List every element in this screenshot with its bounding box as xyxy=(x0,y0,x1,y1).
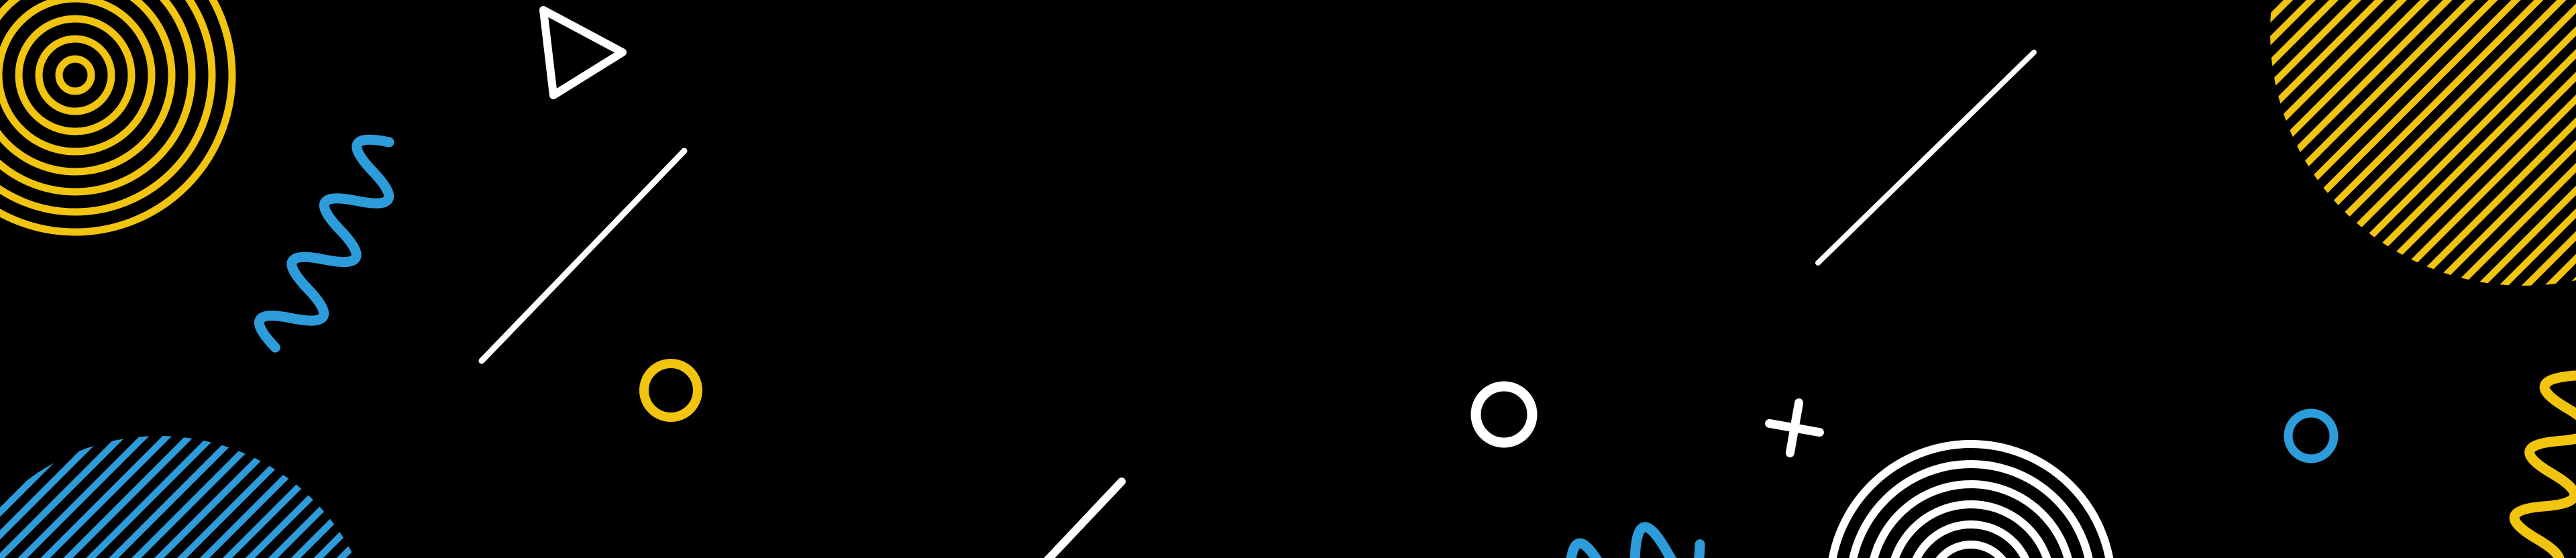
concentric-circles-bottom-right xyxy=(1828,440,2114,558)
concentric-circles-top-left xyxy=(0,0,236,236)
blue-squiggle-top-left xyxy=(254,134,394,353)
yellow-circle-outline xyxy=(639,359,702,422)
blue-squiggle-bottom-center xyxy=(1564,522,1705,558)
blue-circle-outline-right xyxy=(2284,408,2339,463)
yellow-squiggle-right xyxy=(2509,370,2576,558)
yellow-hatched-circle-top-right xyxy=(2270,0,2576,286)
white-diagonal-line-bottom-center xyxy=(1044,478,1126,558)
white-diagonal-line-top-right xyxy=(1815,50,2037,266)
white-circle-outline xyxy=(1470,381,1538,448)
blue-hatched-circle-bottom-left xyxy=(0,436,355,558)
white-triangle-outline xyxy=(539,6,627,99)
white-diagonal-line-left xyxy=(478,148,688,364)
white-plus xyxy=(1765,398,1824,457)
